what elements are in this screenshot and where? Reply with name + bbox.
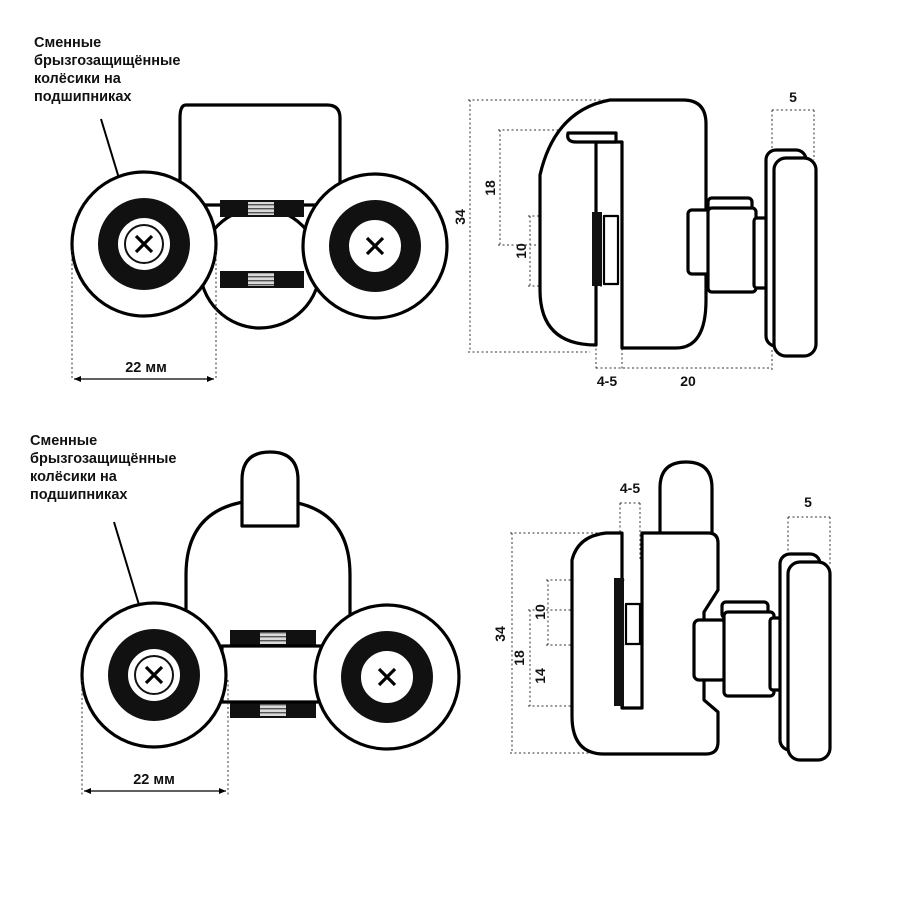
wheel-face [772, 156, 818, 358]
bearing-block [706, 206, 758, 294]
wheel-width-label: 5 [789, 89, 797, 105]
caption-line: подшипниках [34, 89, 132, 105]
depth-20-label: 20 [680, 373, 696, 389]
wheel-width-label: 5 [804, 494, 812, 510]
caption-line: колёсики на [30, 469, 117, 485]
top-front-view: 22 мм [70, 103, 449, 382]
caption-line: брызгозащищённые [34, 53, 181, 69]
bushing [692, 618, 728, 682]
height-14-label: 14 [532, 668, 548, 684]
bearing-block [722, 610, 776, 698]
clamp-bolt [602, 214, 620, 286]
clamp-bolt [624, 602, 642, 646]
roller-hub [198, 206, 322, 330]
roller-body [178, 103, 342, 207]
height-18-label: 18 [511, 650, 527, 666]
gap-label: 4-5 [620, 480, 640, 496]
thread-upper [260, 632, 286, 644]
caption-line: подшипниках [30, 487, 128, 503]
wheel-left [80, 601, 228, 749]
caption-line: колёсики на [34, 71, 121, 87]
width-dimension-label: 22 мм [133, 772, 175, 788]
height-34-label: 34 [492, 626, 508, 642]
caption-line: Сменные [30, 433, 98, 449]
thread-lower [260, 704, 286, 716]
gap-label: 4-5 [597, 373, 617, 389]
roller-stem [658, 460, 714, 542]
wheel-right [301, 172, 449, 320]
roller-stem [240, 450, 300, 528]
clamp-plate [592, 212, 602, 286]
slot-10-label: 10 [513, 243, 529, 259]
wheel-face [786, 560, 832, 762]
thread-lower [248, 273, 274, 286]
width-dimension-label: 22 мм [125, 360, 167, 376]
bottom-front-view: 22 мм [80, 450, 461, 795]
hook-lip [566, 131, 618, 144]
caption-line: Сменные [34, 35, 102, 51]
thread-upper [248, 202, 274, 215]
clamp-plate [614, 578, 624, 706]
roller-body [570, 531, 720, 756]
caption-line: брызгозащищённые [30, 451, 177, 467]
slot-10-label: 10 [532, 604, 548, 620]
top-side-view: 34 18 10 4-5 20 5 [452, 89, 818, 389]
roller-body [538, 98, 708, 350]
height-34-label: 34 [452, 209, 468, 225]
bottom-roller-caption: Сменные брызгозащищённые колёсики на под… [30, 432, 176, 504]
wheel-right [313, 603, 461, 751]
bottom-side-view: 4-5 5 34 10 18 14 [492, 460, 832, 762]
axle-body [220, 644, 324, 704]
wheel-left [70, 170, 218, 318]
top-roller-caption: Сменные брызгозащищённые колёсики на под… [34, 34, 180, 106]
height-18-label: 18 [482, 180, 498, 196]
